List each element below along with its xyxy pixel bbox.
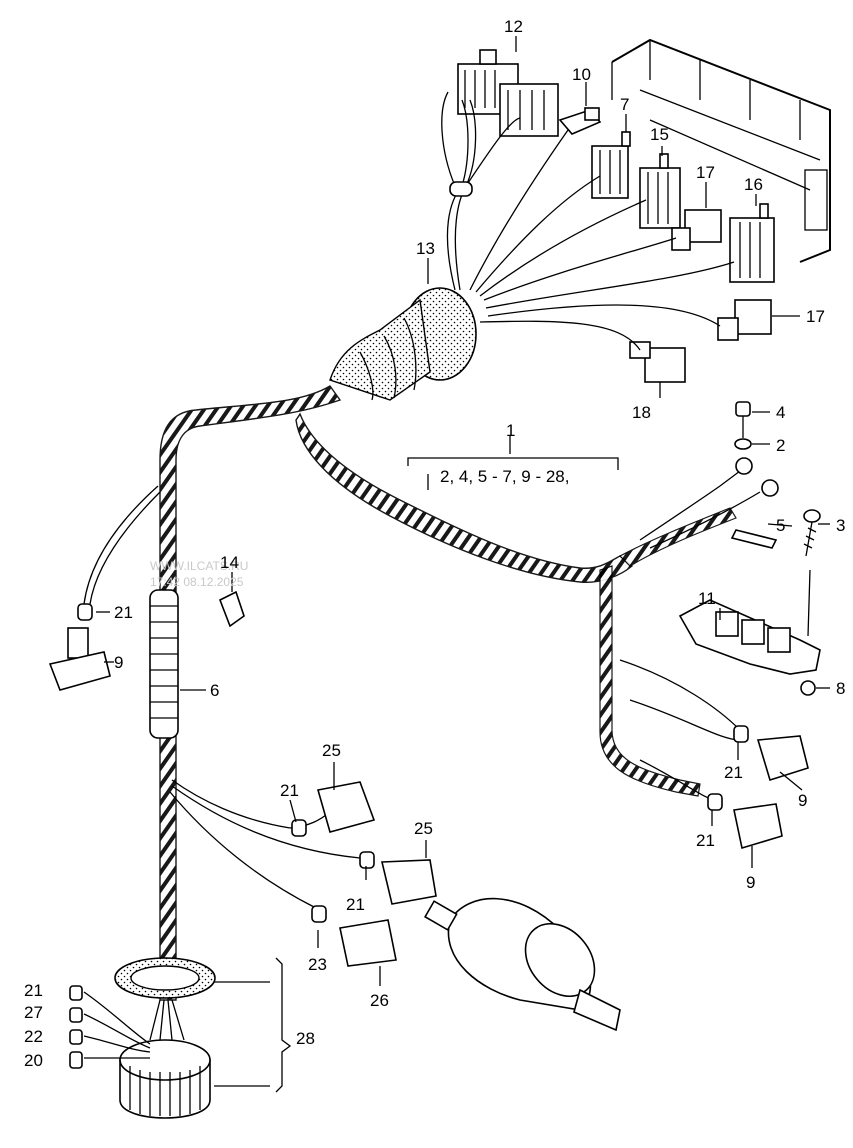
callout-21-mid: 21 — [280, 781, 299, 800]
callout-17-upper: 17 — [696, 163, 715, 182]
right-connectors — [619, 659, 809, 850]
callout-16: 16 — [744, 175, 763, 194]
connector-12 — [457, 49, 559, 137]
callout-1: 1 — [506, 421, 515, 440]
callout-13: 13 — [416, 239, 435, 258]
callout-4: 4 — [776, 403, 785, 422]
callout-9-left: 9 — [114, 653, 123, 672]
solenoid — [424, 897, 621, 1032]
callout-21-left: 21 — [114, 603, 133, 622]
callout-17-lower: 17 — [806, 307, 825, 326]
callout-20: 20 — [24, 1051, 43, 1070]
instrument-housing — [611, 38, 831, 263]
callout-9-right-upper: 9 — [798, 791, 807, 810]
callout-7: 7 — [620, 95, 629, 114]
callout-21-center: 21 — [346, 895, 365, 914]
watermark-line2: 17:42 08.12.2025 — [150, 575, 244, 589]
connector-15 — [639, 153, 681, 229]
callout-10: 10 — [572, 65, 591, 84]
callout-6: 6 — [210, 681, 219, 700]
watermark-line1: WWW.ILCATS.RU — [150, 559, 248, 573]
callout-5: 5 — [776, 516, 785, 535]
callout-3: 3 — [836, 516, 845, 535]
connector-7 — [591, 131, 631, 199]
upper-wires — [441, 91, 735, 351]
connector-16 — [729, 203, 775, 283]
callout-23: 23 — [308, 955, 327, 974]
callout-8: 8 — [836, 679, 845, 698]
callout-15: 15 — [650, 125, 669, 144]
callout-18: 18 — [632, 403, 651, 422]
callout-21-right-lower: 21 — [696, 831, 715, 850]
connector-10 — [558, 107, 602, 135]
screw-3 — [803, 509, 821, 557]
callout-27: 27 — [24, 1003, 43, 1022]
nut-plate-5 — [730, 529, 778, 549]
clip-14 — [218, 590, 245, 628]
ring-terminals — [639, 401, 779, 549]
bottom-assembly — [69, 957, 216, 1119]
callout-22: 22 — [24, 1027, 43, 1046]
callout-14: 14 — [220, 553, 239, 572]
callout-12: 12 — [504, 17, 523, 36]
callout-21-right-upper: 21 — [724, 763, 743, 782]
callout-26: 26 — [370, 991, 389, 1010]
leader-lines — [96, 36, 830, 1093]
callout-25-right: 25 — [414, 819, 433, 838]
callout-9-right-lower: 9 — [746, 873, 755, 892]
callout-11: 11 — [698, 589, 716, 608]
callout-25-left: 25 — [322, 741, 341, 760]
connector-17-upper — [671, 209, 722, 251]
grommet-13 — [329, 287, 477, 401]
sleeve-6 — [149, 589, 179, 739]
callout-28: 28 — [296, 1029, 315, 1048]
callout-2: 2 — [776, 436, 785, 455]
bracket-11 — [678, 569, 821, 696]
callout-21-bottom: 21 — [24, 981, 43, 1000]
callout-1-sub: 2, 4, 5 - 7, 9 - 28, — [440, 467, 569, 486]
left-branch — [48, 485, 161, 691]
lower-branch — [169, 779, 437, 967]
connector-17-lower — [717, 299, 772, 341]
